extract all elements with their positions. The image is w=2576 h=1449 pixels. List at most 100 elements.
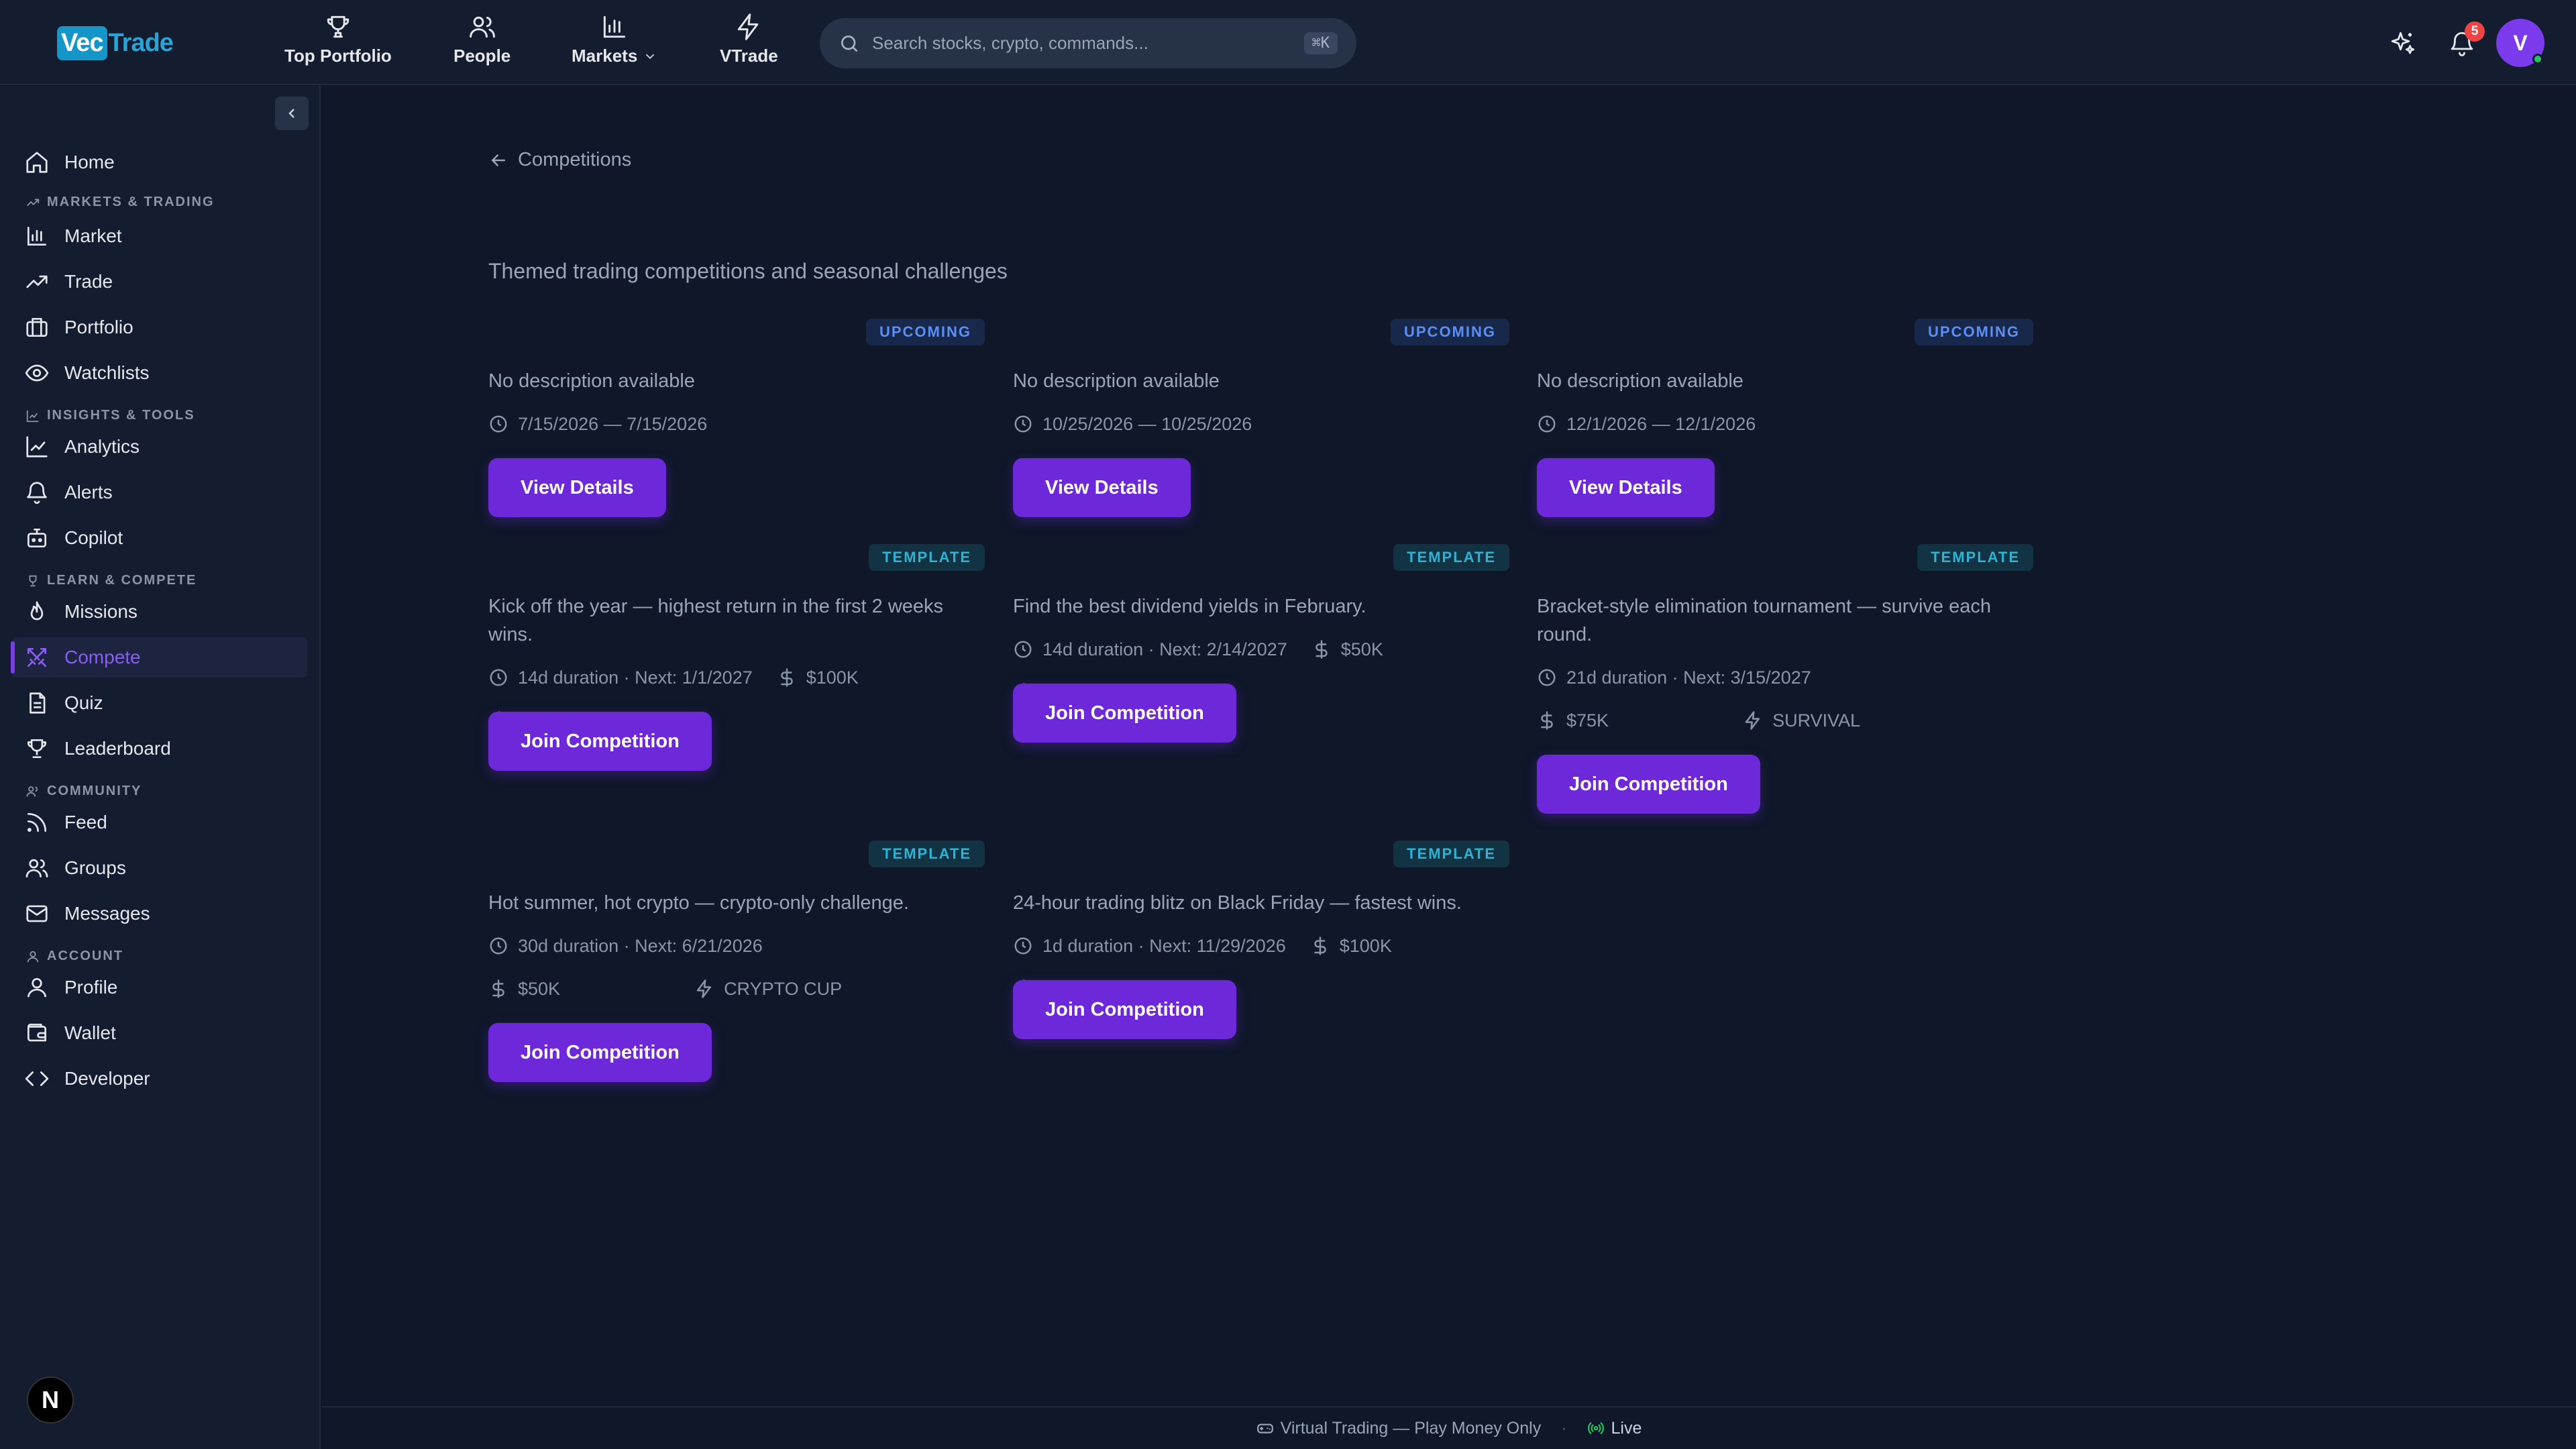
card-description: Find the best dividend yields in Februar… bbox=[1013, 596, 1366, 617]
user-icon bbox=[27, 977, 47, 998]
date-range-text: 7/15/2026 — 7/15/2026 bbox=[518, 413, 708, 434]
sidebar-item-label: Profile bbox=[64, 977, 118, 998]
dev-tools-badge[interactable]: N bbox=[27, 1377, 74, 1424]
search-input[interactable] bbox=[872, 33, 1304, 54]
dollar-icon bbox=[780, 668, 793, 687]
join-competition-button[interactable]: Join Competition bbox=[1013, 980, 1236, 1039]
sidebar-item-alerts[interactable]: Alerts bbox=[12, 472, 307, 513]
sidebar-item-home[interactable]: Home bbox=[12, 142, 307, 182]
back-link[interactable]: Competitions bbox=[488, 149, 631, 171]
view-details-button[interactable]: View Details bbox=[1537, 458, 1715, 517]
trading-mode-text: Virtual Trading — Play Money Only bbox=[1280, 1418, 1542, 1438]
sidebar-item-analytics[interactable]: Analytics bbox=[12, 427, 307, 467]
sidebar-item-copilot[interactable]: Copilot bbox=[12, 518, 307, 558]
people-icon bbox=[469, 16, 495, 38]
card-meta: 12/1/2026 — 12/1/2026 bbox=[1537, 412, 1780, 436]
join-competition-button[interactable]: Join Competition bbox=[1537, 755, 1760, 814]
sidebar-item-feed[interactable]: Feed bbox=[12, 802, 307, 843]
search-bar[interactable]: ⌘K bbox=[820, 18, 1356, 68]
join-competition-button[interactable]: Join Competition bbox=[488, 712, 712, 771]
schedule-text: 1d duration · Next: 11/29/2026 bbox=[1042, 935, 1286, 956]
user-avatar[interactable]: V bbox=[2496, 19, 2544, 67]
sidebar-item-label: Market bbox=[64, 225, 122, 246]
join-competition-button[interactable]: Join Competition bbox=[1013, 684, 1236, 743]
search-shortcut-badge: ⌘K bbox=[1303, 32, 1338, 54]
trophy-icon bbox=[327, 15, 350, 38]
sidebar-section-learn: LEARN & COMPETE bbox=[25, 573, 197, 588]
flame-icon bbox=[30, 601, 44, 621]
status-footer: Virtual Trading — Play Money Only · Live bbox=[322, 1406, 2576, 1449]
sidebar-item-compete[interactable]: Compete bbox=[11, 637, 307, 678]
card-description: Hot summer, hot crypto — crypto-only cha… bbox=[488, 892, 909, 914]
view-details-button[interactable]: View Details bbox=[488, 458, 666, 517]
join-competition-button[interactable]: Join Competition bbox=[488, 1023, 712, 1082]
sidebar-item-label: Feed bbox=[64, 812, 107, 833]
prize-text: $100K bbox=[1339, 935, 1392, 956]
avatar-initial: V bbox=[2513, 30, 2528, 55]
clock-icon bbox=[490, 669, 507, 686]
gamepad-icon bbox=[1256, 1424, 1273, 1434]
competition-type: CRYPTO CUP bbox=[694, 977, 842, 1001]
status-badge: TEMPLATE bbox=[1393, 841, 1509, 867]
status-badge: TEMPLATE bbox=[1393, 544, 1509, 571]
card-meta: 7/15/2026 — 7/15/2026 bbox=[488, 412, 731, 436]
clock-icon bbox=[490, 937, 507, 955]
topnav-markets[interactable]: Markets bbox=[572, 12, 657, 66]
topnav-top-portfolio[interactable]: Top Portfolio bbox=[284, 12, 392, 66]
lightning-icon bbox=[738, 13, 759, 40]
competition-type: SURVIVAL bbox=[1743, 708, 1860, 733]
view-details-button[interactable]: View Details bbox=[1013, 458, 1191, 517]
sidebar-item-trade[interactable]: Trade bbox=[12, 262, 307, 302]
wallet-icon bbox=[27, 1023, 47, 1042]
sidebar-item-label: Analytics bbox=[64, 436, 140, 457]
briefcase-icon bbox=[26, 317, 48, 337]
date-range: 12/1/2026 — 12/1/2026 bbox=[1537, 412, 1756, 436]
notifications-button[interactable] bbox=[2445, 27, 2479, 60]
sidebar-item-market[interactable]: Market bbox=[12, 216, 307, 256]
broadcast-icon bbox=[1587, 1422, 1604, 1434]
sidebar-collapse-button[interactable] bbox=[275, 97, 309, 130]
sidebar-item-portfolio[interactable]: Portfolio bbox=[12, 307, 307, 347]
sidebar-item-developer[interactable]: Developer bbox=[12, 1059, 307, 1099]
section-label: INSIGHTS & TOOLS bbox=[47, 408, 195, 423]
bell-icon bbox=[2451, 32, 2473, 56]
sidebar-item-profile[interactable]: Profile bbox=[12, 967, 307, 1008]
sidebar-item-watchlists[interactable]: Watchlists bbox=[12, 353, 307, 393]
sidebar-item-leaderboard[interactable]: Leaderboard bbox=[12, 729, 307, 769]
topnav-people[interactable]: People bbox=[453, 12, 511, 66]
sidebar-item-messages[interactable]: Messages bbox=[12, 894, 307, 934]
sidebar-section-insights: INSIGHTS & TOOLS bbox=[25, 408, 195, 423]
prize-text: $75K bbox=[1566, 710, 1609, 731]
sidebar-item-label: Alerts bbox=[64, 482, 113, 502]
schedule-text: 14d duration · Next: 2/14/2027 bbox=[1042, 639, 1287, 659]
sidebar-item-wallet[interactable]: Wallet bbox=[12, 1013, 307, 1053]
sidebar-item-missions[interactable]: Missions bbox=[12, 592, 307, 632]
sidebar-item-groups[interactable]: Groups bbox=[12, 848, 307, 888]
back-link-label: Competitions bbox=[518, 149, 632, 170]
line-chart-icon bbox=[26, 410, 39, 422]
clock-icon bbox=[1538, 415, 1556, 433]
date-range-text: 10/25/2026 — 10/25/2026 bbox=[1042, 413, 1252, 434]
type-text: SURVIVAL bbox=[1772, 710, 1861, 731]
arrow-left-icon bbox=[491, 154, 505, 166]
dollar-icon bbox=[492, 979, 504, 998]
prize: $50K bbox=[488, 977, 560, 1001]
schedule: 14d duration · Next: 2/14/2027 bbox=[1013, 637, 1287, 661]
page-subtitle: Themed trading competitions and seasonal… bbox=[488, 259, 1008, 283]
sidebar-item-label: Portfolio bbox=[64, 317, 133, 337]
sidebar-item-quiz[interactable]: Quiz bbox=[12, 683, 307, 723]
schedule: 30d duration · Next: 6/21/2026 bbox=[488, 934, 763, 958]
people-icon bbox=[26, 786, 38, 796]
brand-logo-trade: Trade bbox=[108, 28, 174, 57]
status-badge: TEMPLATE bbox=[869, 544, 985, 571]
chevron-down-icon bbox=[646, 54, 655, 59]
sidebar-item-label: Home bbox=[64, 152, 115, 172]
schedule-text: 14d duration · Next: 1/1/2027 bbox=[518, 667, 753, 688]
date-range: 7/15/2026 — 7/15/2026 bbox=[488, 412, 707, 436]
card-meta: 21d duration · Next: 3/15/2027 $75K SURV… bbox=[1537, 665, 2033, 733]
copilot-sparkle-button[interactable] bbox=[2386, 27, 2420, 60]
status-badge: UPCOMING bbox=[1915, 319, 2033, 345]
topnav-vtrade[interactable]: VTrade bbox=[720, 12, 778, 66]
search-icon bbox=[841, 35, 857, 52]
